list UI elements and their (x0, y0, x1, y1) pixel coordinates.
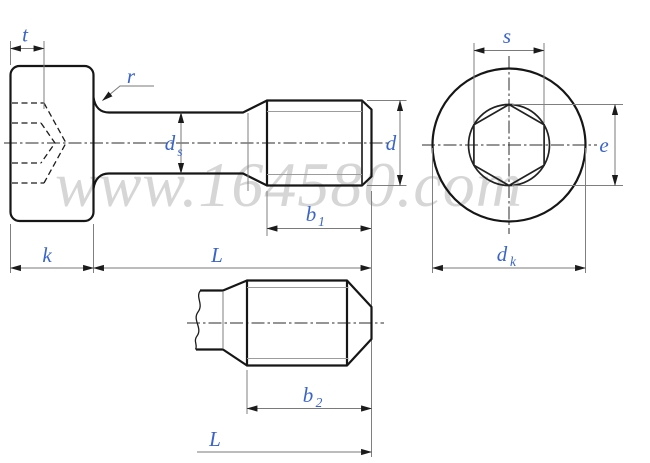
label-k: k (42, 243, 52, 267)
thread-end-outline (245, 279, 373, 367)
label-l-side: L (210, 243, 223, 267)
dim-b2: b 2 (246, 370, 373, 414)
t-extension-lines (10, 41, 45, 109)
dim-dk: d k (431, 148, 587, 273)
dim-r-leader: r (102, 64, 154, 101)
end-view: s e d k (422, 24, 623, 273)
k-extension-lines (10, 224, 94, 273)
label-s: s (503, 24, 511, 48)
label-t: t (22, 23, 29, 47)
hex-socket-hidden-lines (12, 102, 67, 184)
r-leader-line (102, 85, 154, 101)
e-extension-lines (512, 104, 623, 186)
label-l-bottom: L (208, 427, 221, 451)
dk-extension-lines (432, 148, 586, 273)
label-b2-sub: 2 (316, 395, 323, 410)
thread-root-lines-bottom (247, 286, 349, 360)
side-view: t r d s d b 1 k (4, 23, 407, 457)
socket-hexagon (473, 103, 545, 187)
s-extension-lines (473, 43, 545, 123)
screw-head-outline (9, 64, 95, 223)
label-r: r (127, 64, 136, 88)
dim-ds: d s (165, 111, 185, 175)
bottom-view-thread-end: b 2 L (187, 279, 384, 456)
label-dk-sub: k (510, 254, 517, 269)
shank-stub-outline (196, 279, 248, 367)
shank-outline (92, 97, 268, 189)
dim-s: s (473, 24, 545, 123)
dim-l-bottom: L (197, 427, 373, 456)
break-line (194, 290, 202, 350)
dim-e: e (512, 103, 623, 187)
label-e: e (599, 133, 608, 157)
thread-root-lines (267, 110, 362, 176)
label-ds: d (165, 131, 176, 155)
dim-l-side: L (92, 243, 372, 272)
head-circle (431, 67, 587, 223)
label-b1-sub: 1 (318, 214, 325, 229)
label-b2: b (303, 383, 314, 407)
dim-k: k (9, 224, 95, 273)
dim-b1: b 1 (266, 191, 372, 236)
dim-d: d (367, 99, 407, 187)
dim-t: t (9, 23, 45, 109)
label-d: d (386, 131, 397, 155)
label-b1: b (306, 202, 317, 226)
label-ds-sub: s (177, 144, 182, 159)
label-dk: d (497, 242, 508, 266)
